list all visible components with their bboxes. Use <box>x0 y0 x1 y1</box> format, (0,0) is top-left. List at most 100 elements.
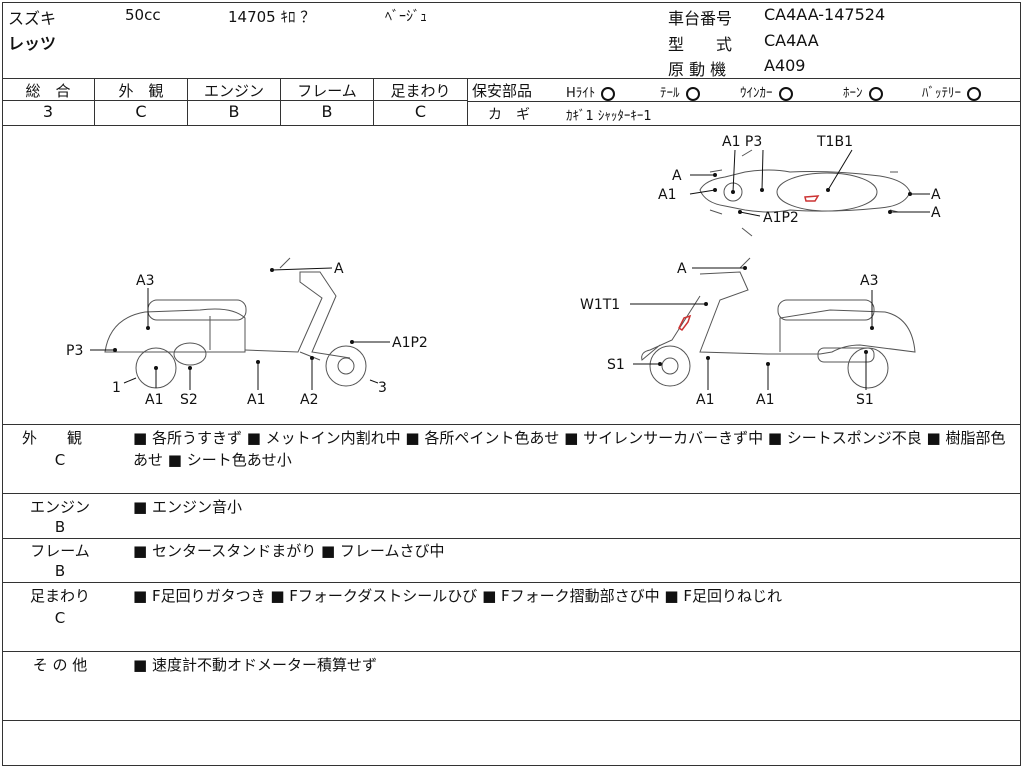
diagram-label: A1 <box>658 187 676 203</box>
divider <box>2 720 1021 721</box>
diagram-label: A1 <box>696 392 714 408</box>
section-grade: C <box>54 609 66 627</box>
diagram-label: W1T1 <box>580 297 620 313</box>
grade-label: 総 合 <box>25 82 71 100</box>
diagram-label: A1 <box>145 392 163 408</box>
diagram-label: 3 <box>378 380 387 396</box>
diagram-label: A1P2 <box>392 335 428 351</box>
left-view-labels: A A3 P3 A1P2 1 A1 S2 A1 A2 3 <box>66 261 428 408</box>
grade-value: C <box>414 102 427 121</box>
diagram-label: A1 P3 <box>722 134 762 150</box>
grade-value: 3 <box>42 102 54 121</box>
grade-value: C <box>135 102 147 121</box>
damage-mark <box>804 195 820 202</box>
section-text: ■ 速度計不動オドメーター積算せず <box>133 656 377 674</box>
safety-item: Hﾗｲﾄ <box>566 82 616 101</box>
safety-item-name: ﾎｰﾝ <box>843 86 863 101</box>
diagram-label: A <box>677 261 687 277</box>
divider <box>187 78 188 125</box>
displacement: 50cc <box>125 6 161 24</box>
scooter-left-view <box>104 257 367 389</box>
grade-value: B <box>321 102 333 121</box>
section-grade: B <box>54 562 66 580</box>
safety-item-name: ｳｲﾝｶｰ <box>740 86 773 101</box>
safety-item-name: ﾊﾞｯﾃﾘｰ <box>922 86 961 101</box>
section-grade: C <box>54 451 66 469</box>
safety-label: 保安部品 <box>472 82 533 100</box>
section-label: 外 観 <box>21 429 82 447</box>
safety-item: ｳｲﾝｶｰ <box>740 82 793 101</box>
ok-circle-icon <box>778 86 793 101</box>
divider <box>2 651 1021 652</box>
ok-circle-icon <box>601 86 616 101</box>
section-grade: B <box>54 518 66 536</box>
damage-diagram: A1 P3 T1B1 A A1 A A A1P2 A A3 P3 A1P2 1 … <box>66 134 941 408</box>
diagram-label: A3 <box>860 273 878 289</box>
color: ﾍﾞｰｼﾞｭ <box>385 9 427 25</box>
maker: スズキ <box>8 9 57 28</box>
section-label: そ の 他 <box>32 656 88 674</box>
divider <box>94 78 95 125</box>
section-text: ■ エンジン音小 <box>133 498 242 516</box>
damage-mark <box>678 314 692 332</box>
frame-number: CA4AA-147524 <box>764 5 886 24</box>
diagram-label: 1 <box>112 380 121 396</box>
diagram-label: S1 <box>607 357 625 373</box>
safety-item-name: Hﾗｲﾄ <box>566 86 596 101</box>
divider <box>2 493 1021 494</box>
diagram-label: A1 <box>756 392 774 408</box>
divider <box>2 582 1021 583</box>
diagram-label: A1 <box>247 392 265 408</box>
frame-number-label: 車台番号 <box>668 9 733 28</box>
key-label: カ ギ <box>488 107 530 123</box>
grade-label: エンジン <box>203 82 264 100</box>
diagram-label: A <box>334 261 344 277</box>
ok-circle-icon <box>967 86 981 101</box>
model-code-label: 型 式 <box>668 35 733 54</box>
divider <box>2 125 1021 126</box>
diagram-label: A <box>672 168 682 184</box>
section-text: ■ F足回りガタつき ■ Fフォークダストシールひび ■ Fフォーク摺動部さび中… <box>133 587 782 605</box>
section-text: ■ 各所うすきず ■ メットイン内割れ中 ■ 各所ペイント色あせ ■ サイレンサ… <box>133 429 1006 469</box>
section-label: エンジン <box>29 498 90 516</box>
section-text: ■ センタースタンドまがり ■ フレームさび中 <box>133 542 445 560</box>
safety-item: ﾃｰﾙ <box>660 82 700 101</box>
model-code: CA4AA <box>764 31 819 50</box>
section-label: 足まわり <box>29 587 90 605</box>
right-view-labels: A W1T1 A3 S1 A1 A1 S1 <box>580 261 878 408</box>
ok-circle-icon <box>868 86 883 101</box>
engine-code-label: 原 動 機 <box>668 60 727 79</box>
section-label: フレーム <box>30 542 90 560</box>
divider <box>2 538 1021 539</box>
grade-label: 外 観 <box>118 82 164 100</box>
scooter-right-view <box>641 257 916 389</box>
diagram-label: T1B1 <box>816 134 853 150</box>
grade-label: フレーム <box>297 82 357 100</box>
grade-label: 足まわり <box>390 82 451 100</box>
diagram-label: P3 <box>66 343 83 359</box>
grade-value: B <box>228 102 240 121</box>
diagram-label: A1P2 <box>763 210 799 226</box>
diagram-leader-lines <box>90 149 930 390</box>
diagram-label: S2 <box>180 392 198 408</box>
top-view-labels: A1 P3 T1B1 A A1 A A A1P2 <box>658 134 941 226</box>
divider <box>373 78 374 125</box>
divider <box>2 100 468 101</box>
divider <box>2 424 1021 425</box>
ok-circle-icon <box>685 86 700 101</box>
diagram-label: S1 <box>856 392 874 408</box>
diagram-label: A3 <box>136 273 154 289</box>
engine-code: A409 <box>764 56 806 75</box>
divider <box>467 78 468 125</box>
divider <box>468 101 1021 102</box>
safety-item: ﾎｰﾝ <box>843 82 883 101</box>
key-text: ｶｷﾞ1 ｼｬｯﾀｰｷｰ1 <box>566 109 652 124</box>
diagram-label: A2 <box>300 392 318 408</box>
model-name: レッツ <box>8 34 57 53</box>
safety-item: ﾊﾞｯﾃﾘｰ <box>922 82 981 101</box>
divider <box>2 78 1021 79</box>
diagram-label: A <box>931 205 941 221</box>
diagram-points <box>113 173 912 370</box>
diagram-label: A <box>931 187 941 203</box>
safety-item-name: ﾃｰﾙ <box>660 86 680 101</box>
